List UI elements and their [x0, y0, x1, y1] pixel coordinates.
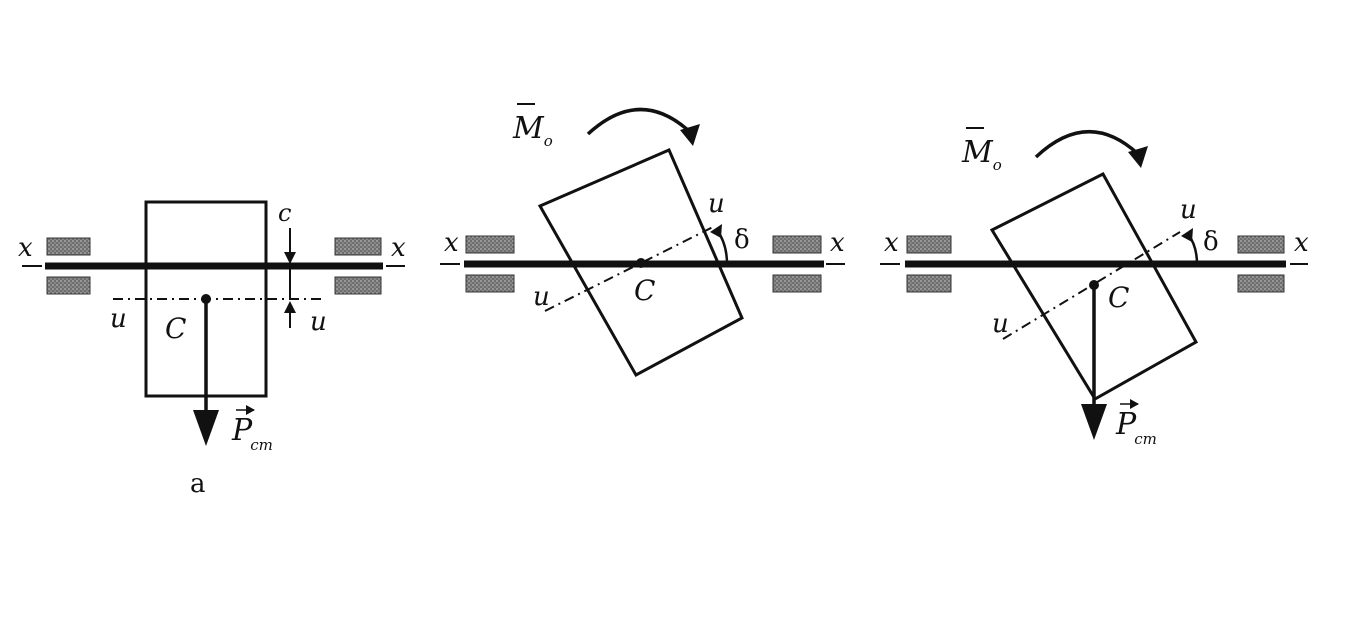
label-u-left: u — [110, 304, 127, 334]
moment-arc — [586, 107, 692, 136]
panel-a: x x u u c C Pcm a — [18, 199, 406, 499]
moment-arc — [1034, 130, 1140, 159]
bearing-left-top — [465, 235, 515, 254]
label-center: C — [634, 274, 655, 307]
label-u-right: u — [310, 307, 327, 337]
label-x-right: x — [830, 228, 845, 258]
angle-arrow-head — [1181, 228, 1193, 242]
bearing-right-top — [772, 235, 822, 254]
angle-arrow-head — [710, 224, 722, 238]
offset-arrow-bottom-head — [284, 301, 296, 313]
bearing-left-top — [906, 235, 952, 254]
label-center: C — [1108, 281, 1129, 314]
offset-arrow-top-head — [284, 252, 296, 264]
bearing-left-bottom — [906, 274, 952, 293]
label-u-upper: u — [1180, 195, 1197, 225]
label-x-right: x — [391, 233, 406, 263]
moment-arrow-head — [680, 124, 700, 146]
label-moment: Mo — [961, 135, 1002, 174]
center-point — [636, 258, 646, 268]
bearing-left-top — [46, 237, 91, 256]
label-x-left: x — [444, 228, 459, 258]
bearing-right-top — [334, 237, 382, 256]
label-delta: δ — [1203, 227, 1219, 257]
label-center: C — [165, 312, 186, 345]
moment-arrow-head — [1128, 146, 1148, 168]
label-u-lower: u — [533, 282, 550, 312]
label-c-offset: c — [278, 199, 291, 227]
bearing-left-bottom — [465, 274, 515, 293]
axis-u — [544, 225, 716, 312]
label-force-main: Pcm — [231, 413, 273, 454]
label-force-main: Pcm — [1115, 407, 1157, 448]
bearing-right-top — [1237, 235, 1285, 254]
panel-b: x x u u δ C Mo — [440, 103, 845, 378]
bearing-right-bottom — [772, 274, 822, 293]
caption-a: a — [190, 469, 206, 499]
label-delta: δ — [734, 225, 750, 255]
label-x-right: x — [1294, 228, 1309, 258]
label-x-left: x — [884, 228, 899, 258]
force-arrow-head — [193, 410, 219, 446]
bearing-right-bottom — [334, 276, 382, 295]
label-u-upper: u — [708, 189, 725, 219]
label-moment: Mo — [512, 111, 553, 150]
bearing-left-bottom — [46, 276, 91, 295]
label-u-lower: u — [992, 309, 1009, 339]
panel-c: x x u u δ C Mo Pcm — [880, 127, 1309, 448]
rotor-body — [537, 148, 744, 378]
label-x-left: x — [18, 233, 33, 263]
force-arrow-head — [1081, 404, 1107, 440]
bearing-right-bottom — [1237, 274, 1285, 293]
rotor-body — [989, 172, 1199, 402]
